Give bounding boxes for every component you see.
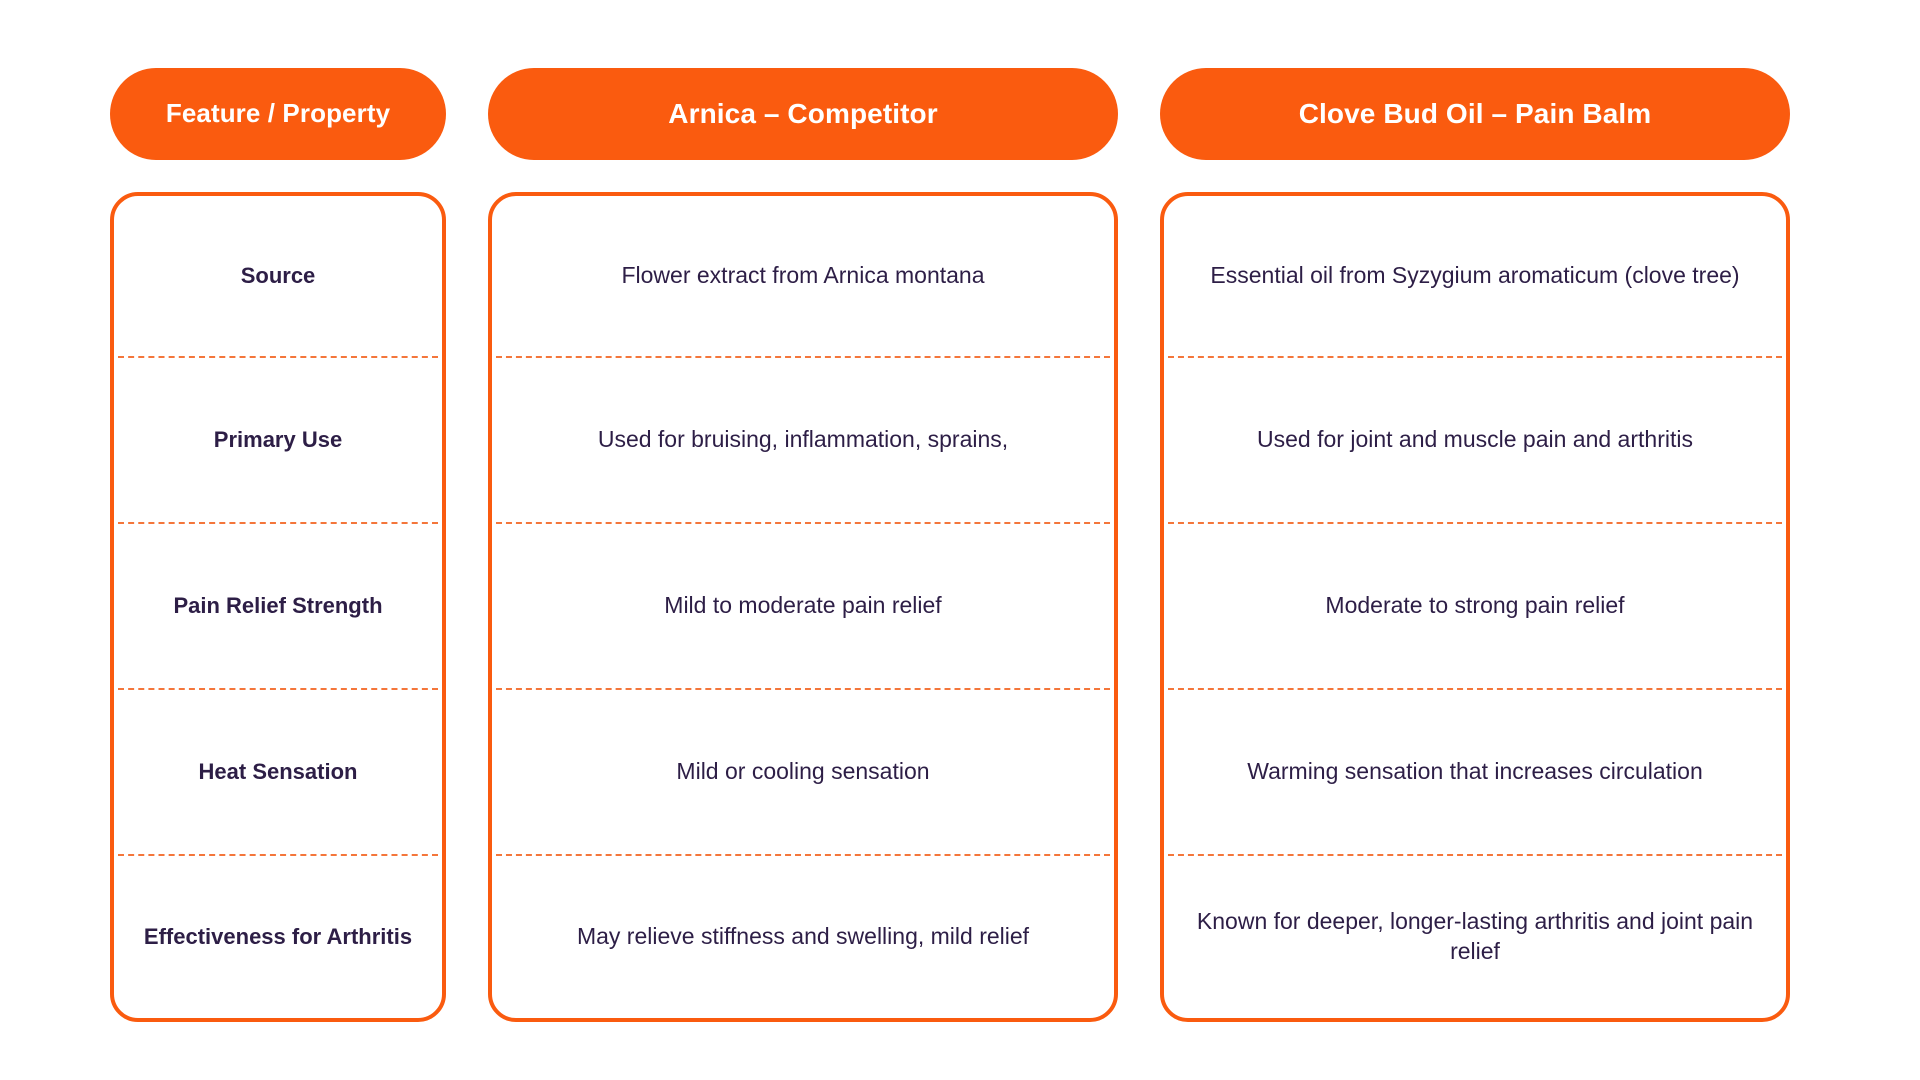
body-card-feature-property: Source Primary Use Pain Relief Strength … [110,192,446,1022]
table-row: Source [114,196,442,356]
header-pill-arnica-competitor: Arnica – Competitor [488,68,1118,160]
cell-value-arnica-primary-use: Used for bruising, inflammation, sprains… [597,426,1009,453]
table-row: Effectiveness for Arthritis [114,856,442,1018]
table-row: Known for deeper, longer-lasting arthrit… [1164,856,1786,1018]
row-divider [1168,522,1782,524]
table-row: Warming sensation that increases circula… [1164,690,1786,854]
feature-label: Heat Sensation [198,758,358,784]
cell-value-arnica-heat-sensation: Mild or cooling sensation [676,758,930,785]
cell-value-clove-source: Essential oil from Syzygium aromaticum (… [1210,262,1740,289]
header-label-arnica-competitor: Arnica – Competitor [668,97,938,129]
table-row: Mild to moderate pain relief [492,524,1114,688]
table-row: Primary Use [114,358,442,522]
table-row: Pain Relief Strength [114,524,442,688]
cell-value-arnica-source: Flower extract from Arnica montana [621,262,985,289]
body-card-arnica-competitor: Flower extract from Arnica montana Used … [488,192,1118,1022]
row-divider [118,522,438,524]
feature-label: Source [240,262,316,288]
row-divider [1168,356,1782,358]
table-row: Used for bruising, inflammation, sprains… [492,358,1114,522]
table-row: May relieve stiffness and swelling, mild… [492,856,1114,1018]
cell-value-clove-pain-relief-strength: Moderate to strong pain relief [1325,592,1625,619]
cell-value-clove-heat-sensation: Warming sensation that increases circula… [1247,758,1703,785]
comparison-table: Feature / Property Source Primary Use Pa… [110,68,1800,1022]
header-label-feature-property: Feature / Property [165,98,391,129]
feature-label: Pain Relief Strength [173,592,383,618]
column-arnica-competitor: Arnica – Competitor Flower extract from … [488,68,1118,1022]
row-divider [496,854,1110,856]
column-feature-property: Feature / Property Source Primary Use Pa… [110,68,446,1022]
cell-value-arnica-effectiveness-for-arthritis: May relieve stiffness and swelling, mild… [576,923,1030,950]
table-row: Flower extract from Arnica montana [492,196,1114,356]
table-row: Mild or cooling sensation [492,690,1114,854]
table-row: Heat Sensation [114,690,442,854]
header-pill-clove-bud-oil-pain-balm: Clove Bud Oil – Pain Balm [1160,68,1790,160]
column-clove-bud-oil-pain-balm: Clove Bud Oil – Pain Balm Essential oil … [1160,68,1790,1022]
row-divider [1168,854,1782,856]
header-pill-feature-property: Feature / Property [110,68,446,160]
cell-value-clove-effectiveness-for-arthritis: Known for deeper, longer-lasting arthrit… [1196,908,1754,964]
cell-value-clove-primary-use: Used for joint and muscle pain and arthr… [1257,426,1693,453]
row-divider [118,854,438,856]
row-divider [496,688,1110,690]
header-label-clove-bud-oil-pain-balm: Clove Bud Oil – Pain Balm [1298,97,1652,129]
table-row: Essential oil from Syzygium aromaticum (… [1164,196,1786,356]
row-divider [118,356,438,358]
feature-label: Effectiveness for Arthritis [143,923,413,949]
row-divider [496,356,1110,358]
row-divider [496,522,1110,524]
table-row: Used for joint and muscle pain and arthr… [1164,358,1786,522]
row-divider [118,688,438,690]
table-row: Moderate to strong pain relief [1164,524,1786,688]
row-divider [1168,688,1782,690]
cell-value-arnica-pain-relief-strength: Mild to moderate pain relief [664,592,942,619]
body-card-clove-bud-oil-pain-balm: Essential oil from Syzygium aromaticum (… [1160,192,1790,1022]
feature-label: Primary Use [213,426,343,452]
